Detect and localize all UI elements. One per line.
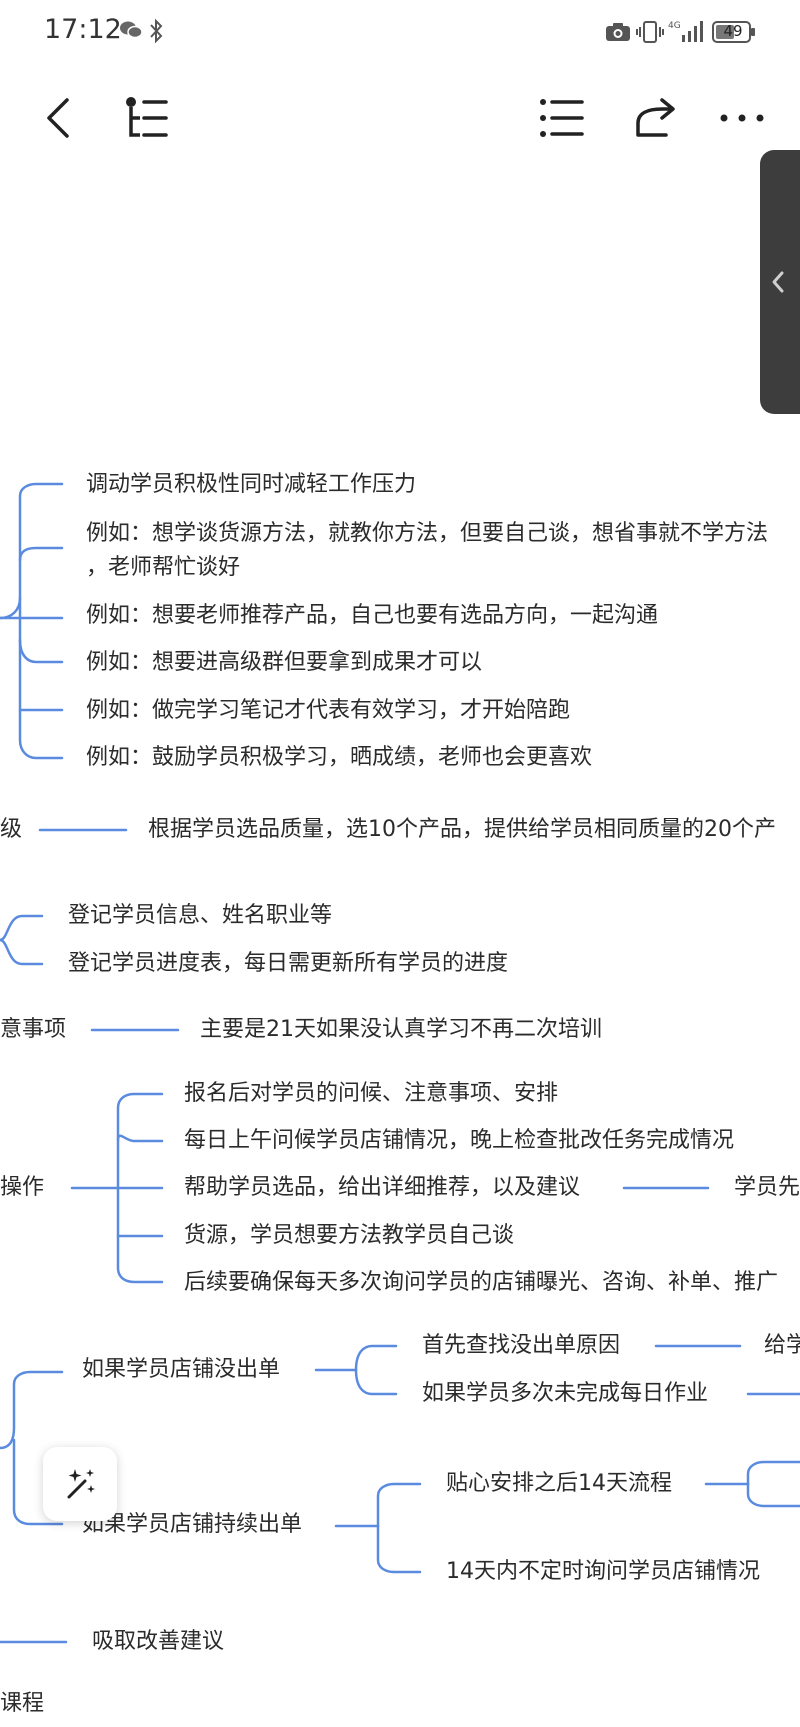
magic-wand-icon <box>67 1469 95 1499</box>
ai-magic-button[interactable] <box>43 1447 117 1521</box>
mindmap-node[interactable]: 登记学员进度表，每日需更新所有学员的进度 <box>68 951 509 976</box>
mindmap-node[interactable]: 给学 <box>764 1333 800 1358</box>
mindmap-node[interactable]: 例如：想要老师推荐产品，自己也要有选品方向，一起沟通 <box>86 603 659 628</box>
mindmap-node[interactable]: 首先查找没出单原因 <box>422 1333 621 1358</box>
mindmap-node[interactable]: 登记学员信息、姓名职业等 <box>68 903 333 928</box>
wechat-icon <box>120 20 143 44</box>
mindmap-node[interactable]: 帮助学员选品，给出详细推荐，以及建议 <box>184 1175 581 1200</box>
share-button[interactable] <box>626 90 686 146</box>
mindmap-node[interactable]: 例如：想学谈货源方法，就教你方法，但要自己谈，想省事就不学方法 <box>86 521 769 546</box>
mindmap-node[interactable]: 如果学员店铺没出单 <box>82 1357 281 1382</box>
mindmap-node[interactable]: 根据学员选品质量，选10个产品，提供给学员相同质量的20个产 <box>148 817 776 842</box>
svg-text:4G: 4G <box>668 21 681 31</box>
outline-button[interactable] <box>116 90 176 146</box>
mindmap-node[interactable]: ，老师帮忙谈好 <box>86 555 241 580</box>
status-bar: 17:12 4G 49 <box>0 0 800 64</box>
back-button[interactable] <box>28 90 88 146</box>
status-time: 17:12 <box>44 14 122 45</box>
mindmap-node[interactable]: 课程 <box>0 1691 45 1716</box>
mindmap-node[interactable]: 每日上午问候学员店铺情况，晚上检查批改任务完成情况 <box>184 1128 735 1153</box>
mindmap-node[interactable]: 货源，学员想要方法教学员自己谈 <box>184 1223 515 1248</box>
list-button[interactable] <box>532 90 592 146</box>
mindmap-node[interactable]: 例如：做完学习笔记才代表有效学习，才开始陪跑 <box>86 698 571 723</box>
mindmap-node[interactable]: 如果学员多次未完成每日作业 <box>422 1381 709 1406</box>
mindmap-node[interactable]: 后续要确保每天多次询问学员的店铺曝光、咨询、补单、推广 <box>184 1270 779 1295</box>
mindmap-node[interactable]: 例如：想要进高级群但要拿到成果才可以 <box>86 650 483 675</box>
more-icon <box>720 114 764 122</box>
mindmap-node[interactable]: 如果学员店铺持续出单 <box>82 1512 303 1537</box>
mindmap-node[interactable]: 调动学员积极性同时减轻工作压力 <box>86 472 417 497</box>
mindmap-node[interactable]: 主要是21天如果没认真学习不再二次培训 <box>200 1017 602 1042</box>
mindmap-node[interactable]: 吸取改善建议 <box>92 1629 225 1654</box>
mindmap-node[interactable]: 贴心安排之后14天流程 <box>446 1471 672 1496</box>
outline-tree-icon <box>126 97 168 137</box>
bluetooth-icon <box>148 18 164 48</box>
mindmap-node[interactable]: 学员先 <box>734 1175 800 1200</box>
mindmap-node[interactable]: 操作 <box>0 1175 45 1200</box>
chevron-left-icon <box>772 271 784 293</box>
mindmap-node[interactable]: 报名后对学员的问候、注意事项、安排 <box>184 1081 559 1106</box>
vibrate-icon <box>636 20 664 48</box>
mindmap-node[interactable]: 例如：鼓励学员积极学习，晒成绩，老师也会更喜欢 <box>86 745 593 770</box>
top-toolbar <box>0 80 800 156</box>
signal-icon: 4G <box>668 18 708 48</box>
chevron-left-icon <box>47 98 69 138</box>
list-icon <box>540 99 584 137</box>
more-button[interactable] <box>712 90 772 146</box>
battery-level: 49 <box>723 22 743 40</box>
side-panel-handle[interactable] <box>760 150 800 414</box>
battery-icon <box>712 20 756 48</box>
mindmap-node[interactable]: 级 <box>0 817 23 842</box>
camera-icon <box>605 22 631 46</box>
share-icon <box>636 98 675 137</box>
mindmap-node[interactable]: 意事项 <box>0 1017 67 1042</box>
mindmap-node[interactable]: 14天内不定时询问学员店铺情况 <box>446 1559 760 1584</box>
